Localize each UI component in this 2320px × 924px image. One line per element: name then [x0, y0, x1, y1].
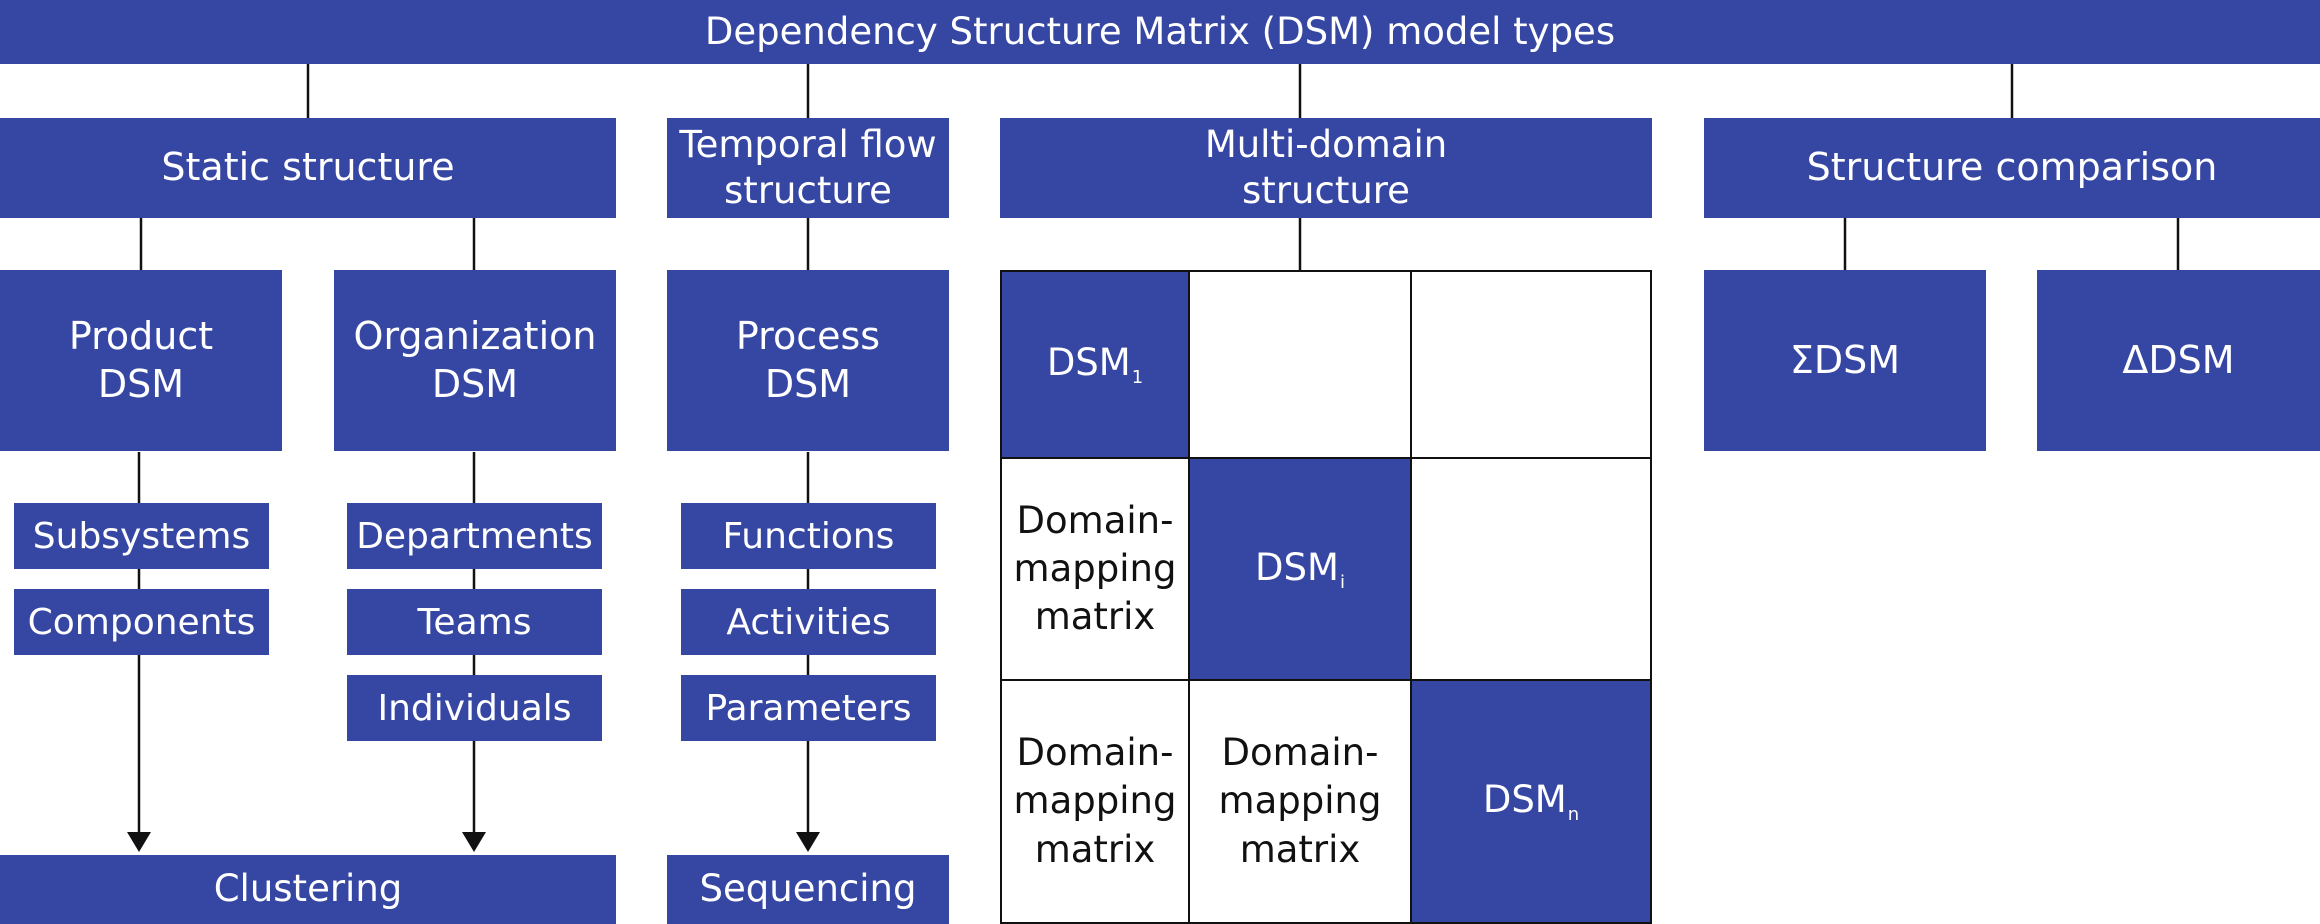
matrix-cell-empty-1-3 — [1410, 270, 1652, 459]
matrix-cell-empty-1-2 — [1188, 270, 1412, 459]
matrix-cell-domain-mapping-3-1: Domain- mapping matrix — [1000, 679, 1190, 924]
matrix-cell-domain-mapping-2-1: Domain- mapping matrix — [1000, 457, 1190, 681]
category-temporal-flow-structure: Temporal flow structure — [667, 118, 949, 218]
matrix-cell-dsm-i: DSMi — [1188, 457, 1412, 681]
category-structure-comparison: Structure comparison — [1704, 118, 2320, 218]
matrix-cell-dsm-1: DSM1 — [1000, 270, 1190, 459]
diagram-title: Dependency Structure Matrix (DSM) model … — [0, 0, 2320, 64]
category-static-structure: Static structure — [0, 118, 616, 218]
matrix-cell-domain-mapping-3-2: Domain- mapping matrix — [1188, 679, 1412, 924]
product-dsm: Product DSM — [0, 270, 282, 451]
element-subsystems: Subsystems — [14, 503, 269, 569]
sum-dsm: ΣDSM — [1704, 270, 1986, 451]
element-teams: Teams — [347, 589, 602, 655]
process-dsm: Process DSM — [667, 270, 949, 451]
element-functions: Functions — [681, 503, 936, 569]
matrix-cell-empty-2-3 — [1410, 457, 1652, 681]
category-multi-domain-structure: Multi-domain structure — [1000, 118, 1652, 218]
delta-dsm: ΔDSM — [2037, 270, 2320, 451]
outcome-clustering: Clustering — [0, 855, 616, 924]
arrowhead-process — [796, 832, 820, 852]
element-components: Components — [14, 589, 269, 655]
arrowhead-product — [127, 832, 151, 852]
arrowhead-organization — [462, 832, 486, 852]
matrix-cell-dsm-n: DSMn — [1410, 679, 1652, 924]
element-departments: Departments — [347, 503, 602, 569]
element-individuals: Individuals — [347, 675, 602, 741]
element-parameters: Parameters — [681, 675, 936, 741]
element-activities: Activities — [681, 589, 936, 655]
organization-dsm: Organization DSM — [334, 270, 616, 451]
outcome-sequencing: Sequencing — [667, 855, 949, 924]
